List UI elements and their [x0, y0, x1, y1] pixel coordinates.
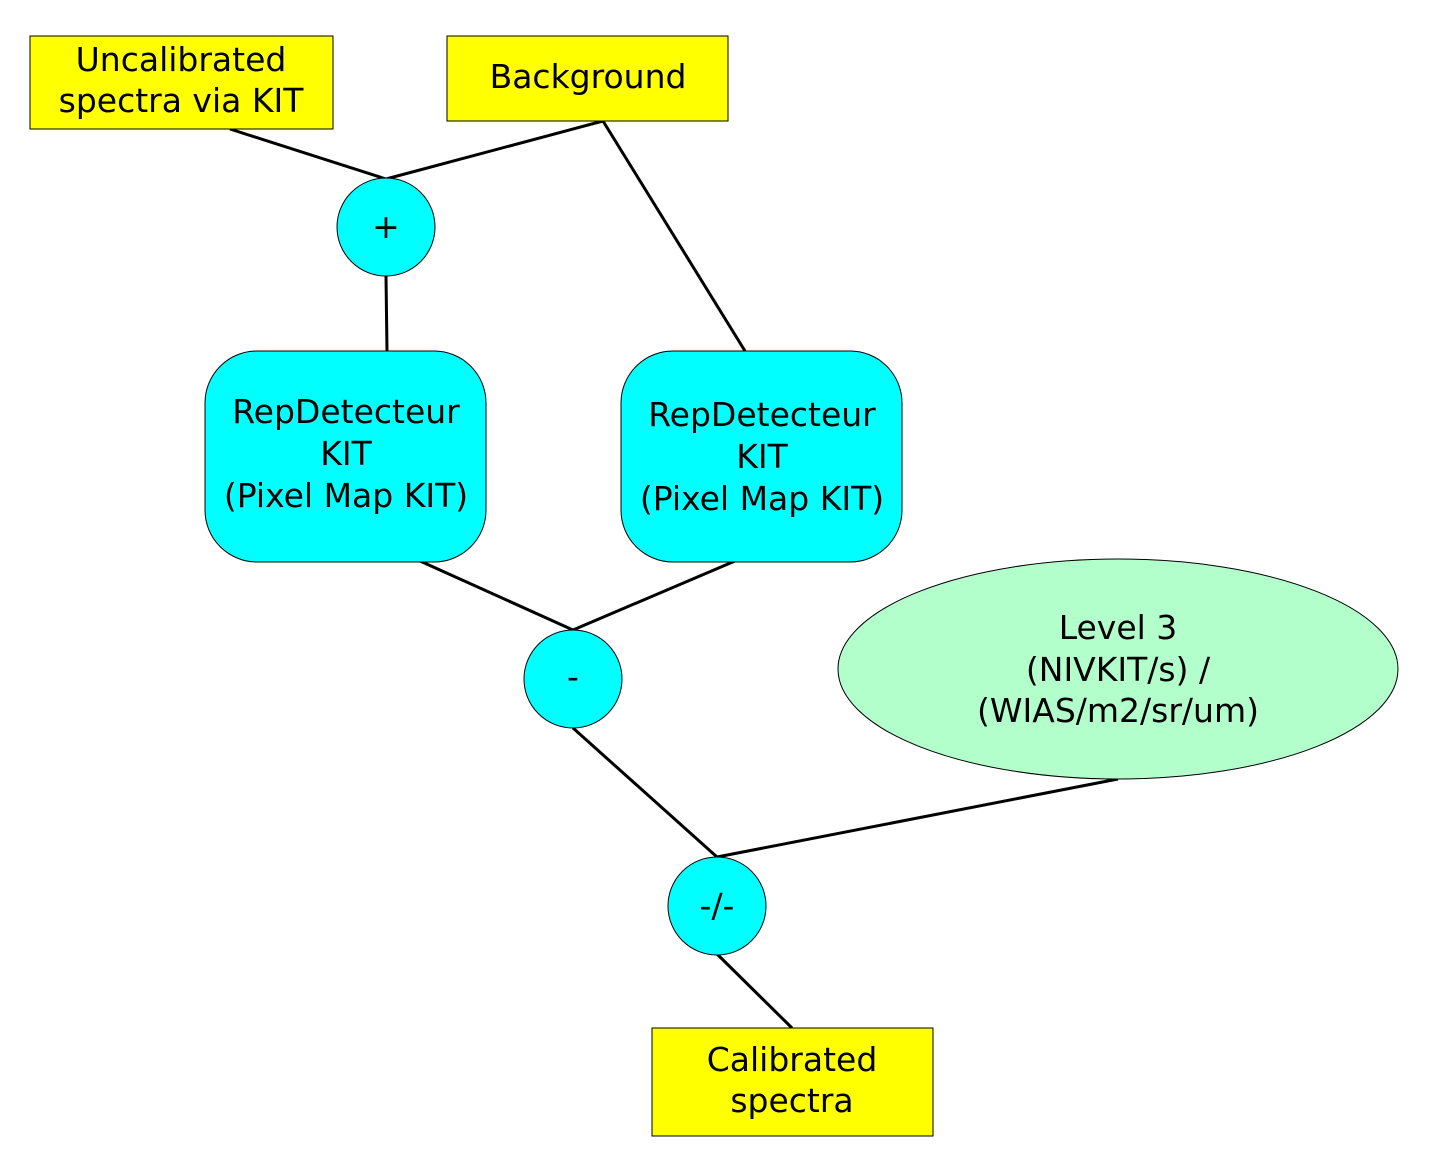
minus-operator-label: - — [567, 657, 579, 696]
divide-operator-label: -/- — [700, 886, 735, 925]
uncalibrated-line-1: Uncalibrated — [76, 40, 287, 79]
repdetecteur-left-line-1: RepDetecteur — [232, 392, 460, 431]
repdetecteur-right-line-2: KIT — [736, 437, 788, 476]
repdetecteur-left-shape — [204, 350, 487, 563]
edge-background-to-repdet-right — [601, 120, 747, 352]
repdetecteur-right-box: RepDetecteur KIT (Pixel Map KIT) — [620, 350, 903, 563]
edge-plus-to-repdet-left — [384, 275, 389, 352]
repdetecteur-left-line-3: (Pixel Map KIT) — [224, 476, 468, 515]
divide-operator: -/- — [667, 856, 767, 956]
repdetecteur-right-line-3: (Pixel Map KIT) — [640, 479, 884, 518]
divide-operator-shape — [667, 856, 767, 956]
plus-operator-shape — [336, 177, 436, 277]
calibrated-spectra-box: Calibrated spectra — [651, 1027, 934, 1137]
repdetecteur-right-line-1: RepDetecteur — [648, 395, 876, 434]
edge-repdet-left-to-minus — [419, 559, 574, 632]
level3-line-2: (NIVKIT/s) / — [1026, 650, 1211, 689]
edge-uncalibrated-to-plus — [229, 127, 387, 181]
plus-operator-label: + — [372, 207, 400, 246]
plus-operator: + — [336, 177, 436, 277]
calibrated-line-2: spectra — [730, 1081, 853, 1120]
edges — [229, 119, 1119, 1030]
calibrated-box-shape — [651, 1027, 934, 1137]
repdetecteur-right-shape — [620, 350, 903, 563]
repdetecteur-left-line-2: KIT — [320, 434, 372, 473]
repdetecteur-left-box: RepDetecteur KIT (Pixel Map KIT) — [204, 350, 487, 563]
edge-background-to-plus — [385, 119, 604, 181]
minus-operator: - — [523, 629, 623, 729]
edge-divide-to-calibrated — [715, 952, 794, 1030]
level3-line-3: (WIAS/m2/sr/um) — [977, 691, 1259, 730]
edge-level3-to-divide — [716, 777, 1119, 859]
level3-line-1: Level 3 — [1059, 608, 1178, 647]
edge-minus-to-divide — [571, 726, 719, 859]
uncalibrated-box-shape — [29, 35, 334, 130]
edge-repdet-right-to-minus — [572, 559, 736, 632]
uncalibrated-spectra-box: Uncalibrated spectra via KIT — [29, 35, 334, 130]
calibrated-line-1: Calibrated — [707, 1040, 878, 1079]
background-label: Background — [490, 57, 687, 96]
uncalibrated-line-2: spectra via KIT — [59, 81, 305, 120]
minus-operator-shape — [523, 629, 623, 729]
background-box-shape — [446, 35, 729, 122]
background-box: Background — [446, 35, 729, 122]
level3-ellipse-shape — [837, 558, 1399, 780]
level3-ellipse: Level 3 (NIVKIT/s) / (WIAS/m2/sr/um) — [837, 558, 1399, 780]
